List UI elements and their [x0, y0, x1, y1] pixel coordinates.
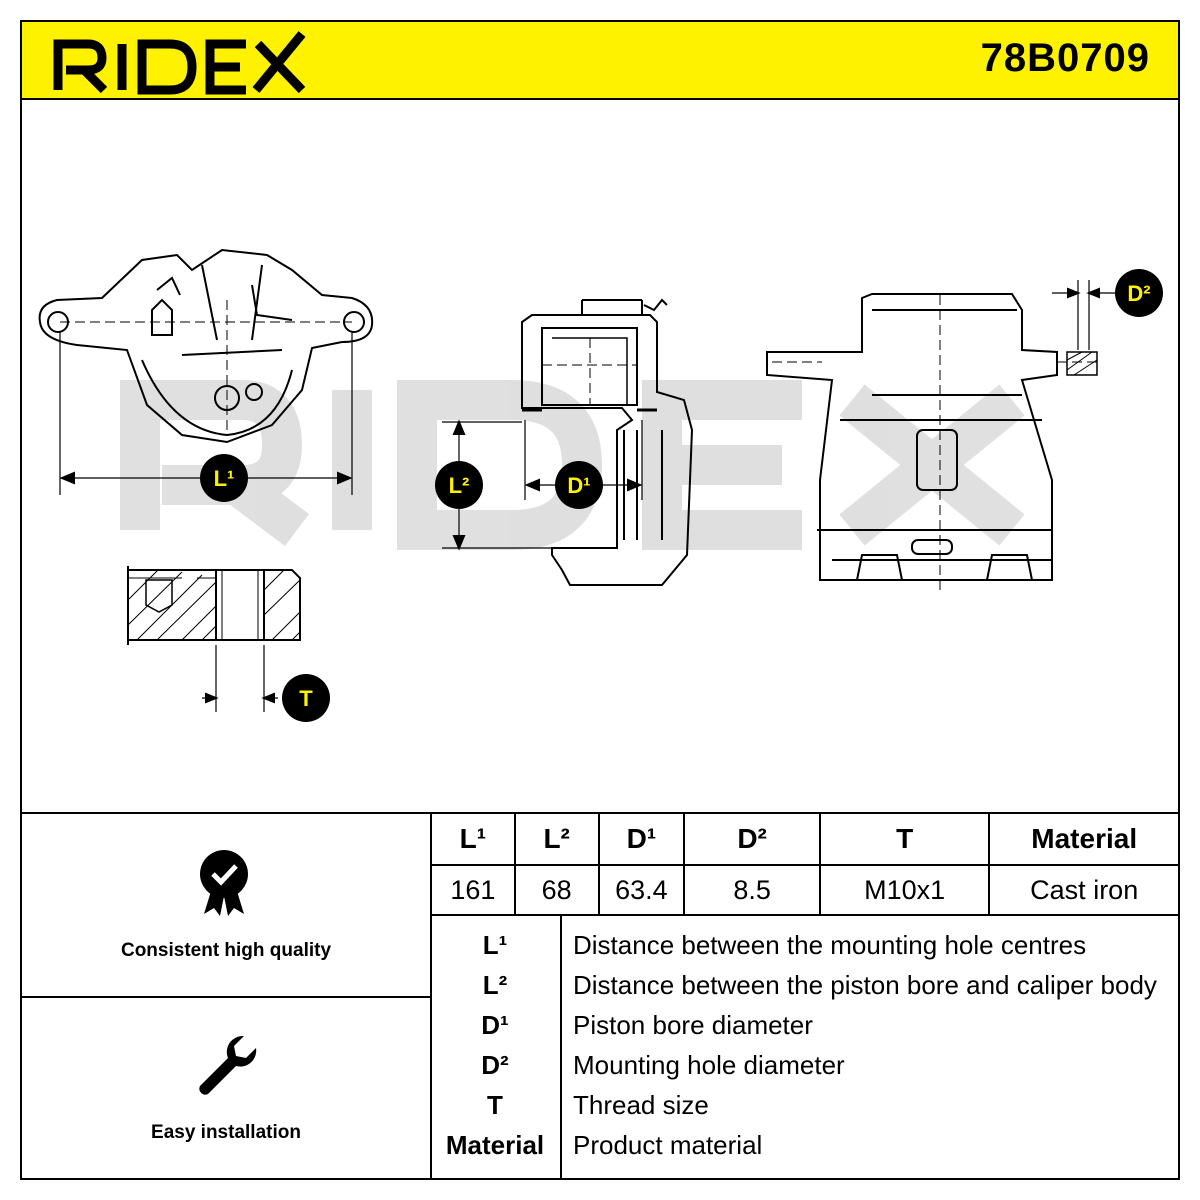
legend-desc: Thread size [573, 1090, 709, 1120]
badge-d1: D¹ [555, 461, 603, 509]
spec-header-row: L¹ L² D¹ D² T Material [430, 812, 1180, 866]
svg-text:D¹: D¹ [567, 473, 590, 498]
badge-l1: L¹ [200, 454, 248, 502]
svg-text:D²: D² [1127, 281, 1150, 306]
legend-key: D¹ [481, 1010, 509, 1040]
ridex-logo [53, 31, 306, 95]
badge-d2: D² [1115, 269, 1163, 317]
header-bar: 78B0709 [20, 20, 1180, 100]
feature-quality: Consistent high quality [22, 814, 430, 996]
feature-installation: Easy installation [22, 998, 430, 1180]
caliper-front-view [38, 248, 374, 495]
legend-row: L¹ Distance between the mounting hole ce… [430, 930, 1180, 970]
svg-text:L²: L² [449, 473, 470, 498]
spec-header-material: Material [988, 812, 1180, 866]
quality-badge-icon [200, 850, 248, 916]
spec-table: L¹ L² D¹ D² T Material 161 68 63.4 8.5 M… [430, 812, 1180, 916]
svg-text:T: T [299, 686, 313, 711]
legend-desc: Mounting hole diameter [573, 1050, 845, 1080]
part-number: 78B0709 [980, 36, 1150, 80]
badge-t: T [282, 674, 330, 722]
feature-column-divider [430, 812, 432, 1180]
legend-desc: Product material [573, 1130, 763, 1160]
legend-row: D¹ Piston bore diameter [430, 1010, 1180, 1050]
legend-key: Material [445, 1130, 545, 1160]
feature-divider [20, 996, 430, 998]
badge-l2: L² [435, 461, 483, 509]
spec-header-l1: L¹ [430, 812, 516, 866]
spec-value-d2: 8.5 [683, 864, 821, 916]
spec-header-d1: D¹ [597, 812, 686, 866]
spec-header-t: T [818, 812, 991, 866]
spec-value-material: Cast iron [988, 864, 1180, 916]
watermark [120, 380, 1025, 550]
legend-divider [560, 914, 562, 1180]
legend-row: Material Product material [430, 1130, 1180, 1170]
legend-key: L¹ [482, 930, 508, 960]
feature-label: Consistent high quality [120, 940, 332, 961]
legend-key: T [487, 1090, 503, 1120]
thread-section-detail [127, 566, 301, 712]
wrench-icon [199, 1035, 257, 1095]
spec-value-l2: 68 [513, 864, 600, 916]
legend-key: D² [481, 1050, 509, 1080]
legend-desc: Piston bore diameter [573, 1010, 813, 1040]
feature-label: Easy installation [151, 1122, 301, 1143]
legend-key: L² [482, 970, 508, 1000]
svg-text:L¹: L¹ [214, 466, 235, 491]
spec-value-l1: 161 [430, 864, 516, 916]
spec-header-l2: L² [513, 812, 600, 866]
spec-value-d1: 63.4 [597, 864, 686, 916]
legend-row: L² Distance between the piston bore and … [430, 970, 1180, 1010]
spec-value-row: 161 68 63.4 8.5 M10x1 Cast iron [430, 864, 1180, 916]
spec-header-d2: D² [683, 812, 821, 866]
spec-value-t: M10x1 [818, 864, 991, 916]
legend-row: D² Mounting hole diameter [430, 1050, 1180, 1090]
legend-row: T Thread size [430, 1090, 1180, 1130]
technical-drawing: L¹ L² D¹ D² T [38, 248, 1163, 722]
caliper-side-view [766, 280, 1115, 595]
legend-desc: Distance between the mounting hole centr… [573, 930, 1087, 960]
legend-desc: Distance between the piston bore and cal… [573, 970, 1157, 1000]
